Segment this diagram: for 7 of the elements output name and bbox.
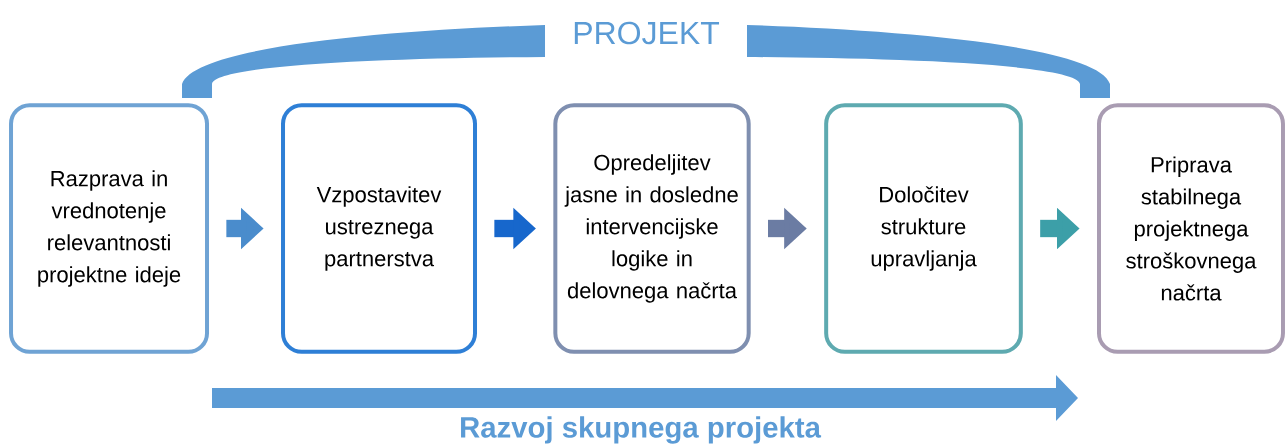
process-box: Vzpostavitev ustreznega partnerstva	[281, 103, 477, 354]
process-box: Določitev strukture upravljanja	[824, 103, 1023, 354]
process-box: Razprava in vrednotenje relevantnosti projektne ideje	[9, 103, 209, 354]
heading: Razvoj skupnega projekta	[461, 416, 822, 444]
process-box: Priprava stabilnega projektnega stroškovnega načrta	[1097, 103, 1285, 354]
heading: PROJEKT	[574, 21, 720, 45]
process-box: Opredeljitev jasne in dosledne intervencijske logike in delovnega načrta	[553, 103, 751, 354]
